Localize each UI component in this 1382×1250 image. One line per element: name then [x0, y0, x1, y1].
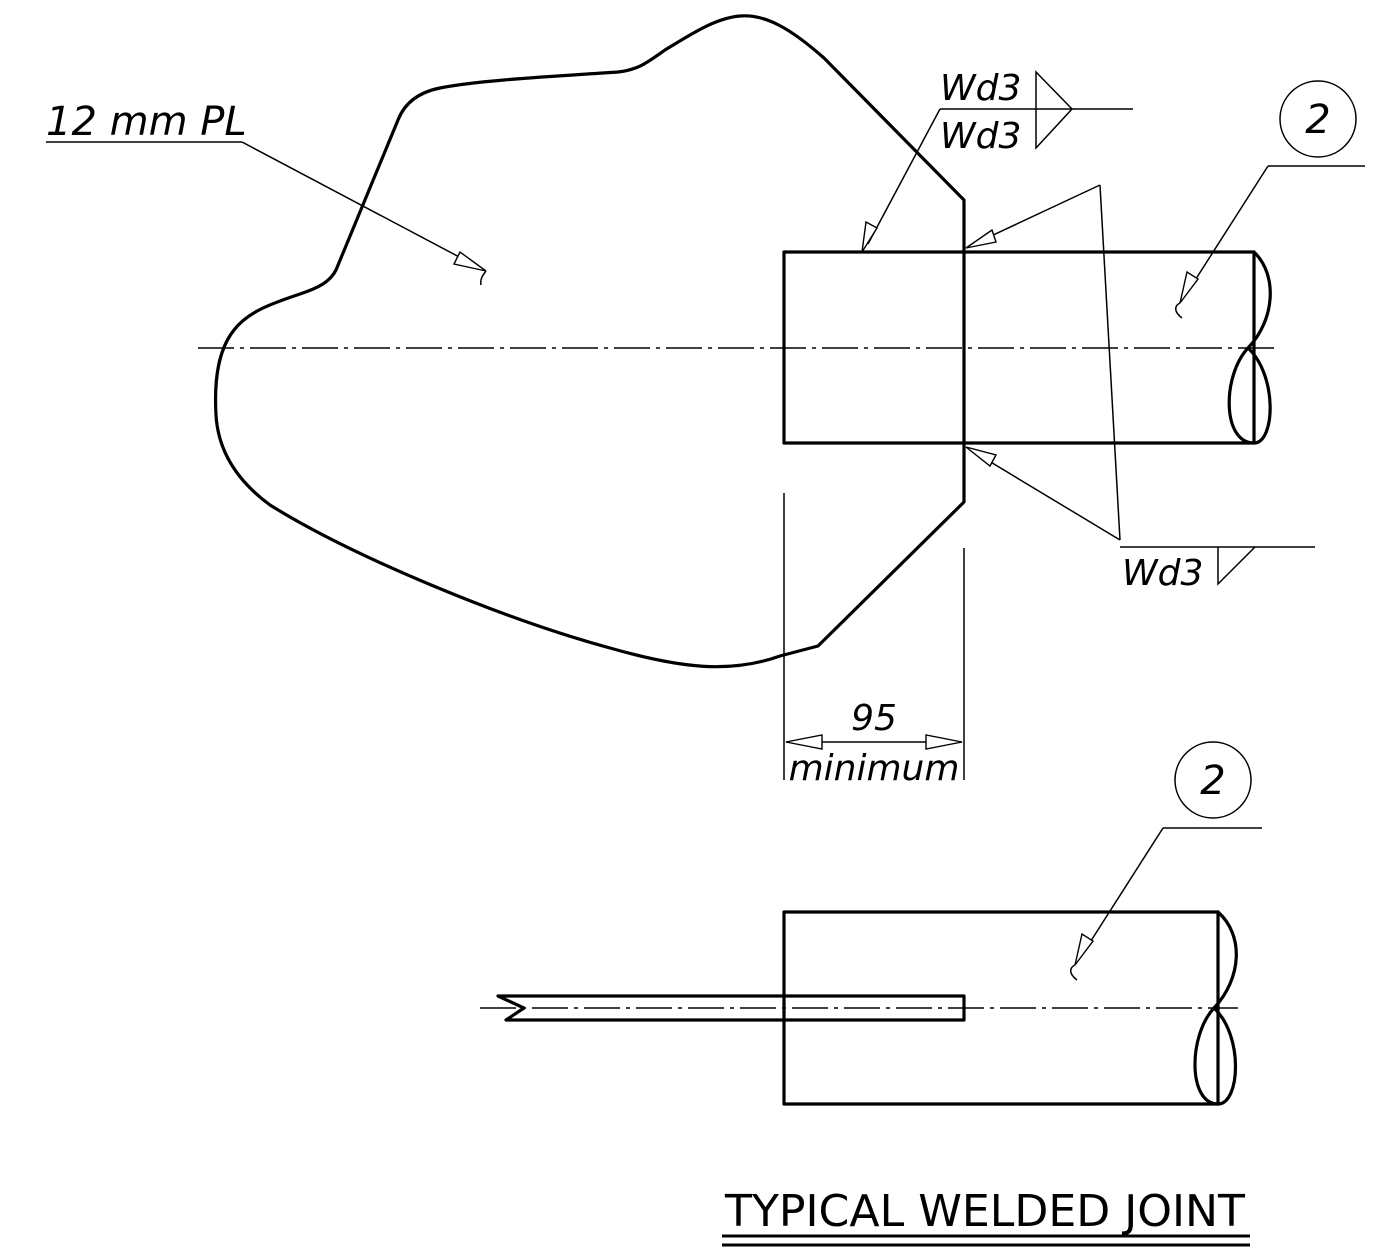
plate-label-leader [241, 141, 481, 269]
weld-fillet-symbol-bottom [1217, 546, 1256, 586]
dimension-note: minimum [789, 748, 960, 789]
plate-edge-side [496, 994, 966, 1022]
plate-leader-tail [480, 270, 487, 286]
weld-leader-bottom-1 [1099, 184, 1121, 541]
dimension-value: 95 [851, 698, 897, 739]
weld-leader-bottom-3 [973, 451, 1121, 541]
drawing-title-block: TYPICAL WELDED JOINT [722, 1186, 1250, 1247]
plate-leader-arrowhead [452, 250, 487, 272]
item-arrowhead-top [1179, 270, 1200, 304]
plate-outline [213, 14, 966, 669]
weld-arrowhead-bottom-lower [965, 446, 998, 468]
weld-symbol-top-upper: Wd3 [940, 68, 1021, 109]
drawing-title: TYPICAL WELDED JOINT [724, 1186, 1245, 1237]
plate-label: 12 mm PL [46, 99, 247, 145]
pipe-break-end [1227, 250, 1272, 445]
pipe-break-end-side [1193, 910, 1238, 1106]
item-arrowhead-bottom [1074, 932, 1095, 966]
item-balloon-top [1279, 80, 1357, 158]
item-number-bottom: 2 [1200, 758, 1225, 804]
item-leader-tail-bottom [1070, 964, 1078, 981]
item-balloon-bottom [1174, 741, 1252, 819]
weld-fillet-symbol-top [1035, 70, 1074, 150]
item-leader-tail-top [1175, 302, 1183, 319]
item-leader-bottom [1079, 827, 1164, 959]
weld-symbol-top-lower: Wd3 [940, 116, 1021, 157]
weld-arrowhead-top [861, 220, 878, 253]
weld-symbol-bottom: Wd3 [1122, 553, 1203, 594]
weld-leader-bottom-2 [973, 184, 1101, 245]
side-view: 2 [480, 741, 1262, 1106]
weld-arrowhead-bottom-upper [965, 228, 997, 249]
top-view: 12 mm PL Wd3 Wd3 Wd3 2 95 minimum [46, 14, 1365, 789]
weld-arrow-leader-top [867, 108, 941, 245]
dimension-arrowhead-left [785, 734, 823, 750]
item-number-top: 2 [1305, 97, 1330, 143]
dimension-arrowhead-right [925, 734, 963, 750]
item-leader-top [1184, 165, 1269, 297]
